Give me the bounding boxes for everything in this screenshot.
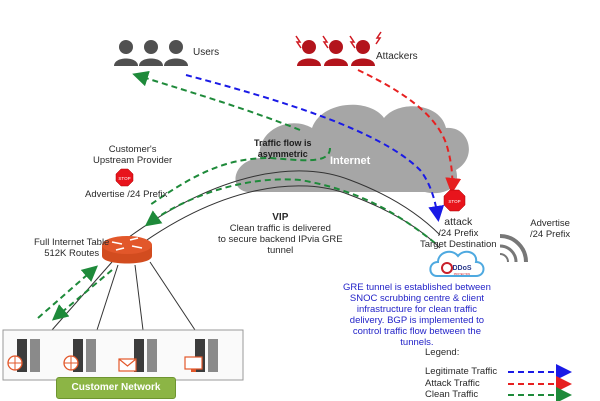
legit-traffic-path: [185, 74, 445, 222]
users-label: Users: [193, 47, 220, 58]
vip-label: VIP Clean traffic is delivered to secure…: [218, 212, 343, 256]
legend-title: Legend:: [425, 347, 460, 358]
stop-sign-right: STOP: [443, 189, 466, 212]
server-desktop: [184, 339, 218, 372]
gre-tunnel: [124, 170, 441, 253]
signal-icon: [499, 234, 528, 263]
stop-sign-left: STOP: [115, 168, 134, 187]
svg-text:PROTECTION: PROTECTION: [454, 273, 471, 276]
svg-text:DDoS: DDoS: [452, 265, 471, 272]
attackers-label: Attackers: [376, 51, 418, 62]
attackers-icon: [295, 31, 382, 66]
legend-item-legit: Legitimate Traffic: [425, 366, 498, 377]
attack-target-label: attack /24 Prefix Target Destination: [420, 216, 497, 251]
server-mail: [118, 339, 157, 372]
router-icon: [102, 236, 152, 264]
asymmetric-loop-path: [149, 147, 331, 206]
clean-return-path-users: [132, 70, 301, 131]
clean-down-path: [51, 269, 113, 321]
customer-network-label: Customer Network: [56, 377, 176, 399]
router-links: [51, 261, 196, 331]
svg-text:STOP: STOP: [448, 199, 460, 204]
advertise-right-label: Advertise /24 Prefix: [530, 218, 571, 240]
legend-item-clean: Clean Traffic: [425, 389, 479, 400]
upstream-provider-label: Customer's Upstream Provider: [93, 144, 173, 166]
legend-arrows: [508, 364, 572, 401]
clean-up-path: [37, 265, 99, 319]
server-web-2: [63, 339, 96, 372]
internet-label: Internet: [330, 155, 371, 167]
asymmetric-note: Traffic flow is asymmetric: [254, 138, 312, 159]
server-web-1: [7, 339, 40, 372]
svg-text:STOP: STOP: [118, 176, 130, 181]
full-table-label: Full Internet Table 512K Routes: [34, 237, 110, 259]
users-icon: [114, 40, 188, 66]
clean-tunnel-path: [144, 178, 436, 244]
advertise-left-label: Advertise /24 Prefix: [85, 189, 168, 200]
attack-traffic-path: [357, 69, 462, 194]
ddos-protection-logo: DDoS PROTECTION: [429, 250, 485, 277]
gre-tunnel-note: GRE tunnel is established between SNOC s…: [343, 282, 491, 348]
legend-item-attack: Attack Traffic: [425, 378, 480, 389]
